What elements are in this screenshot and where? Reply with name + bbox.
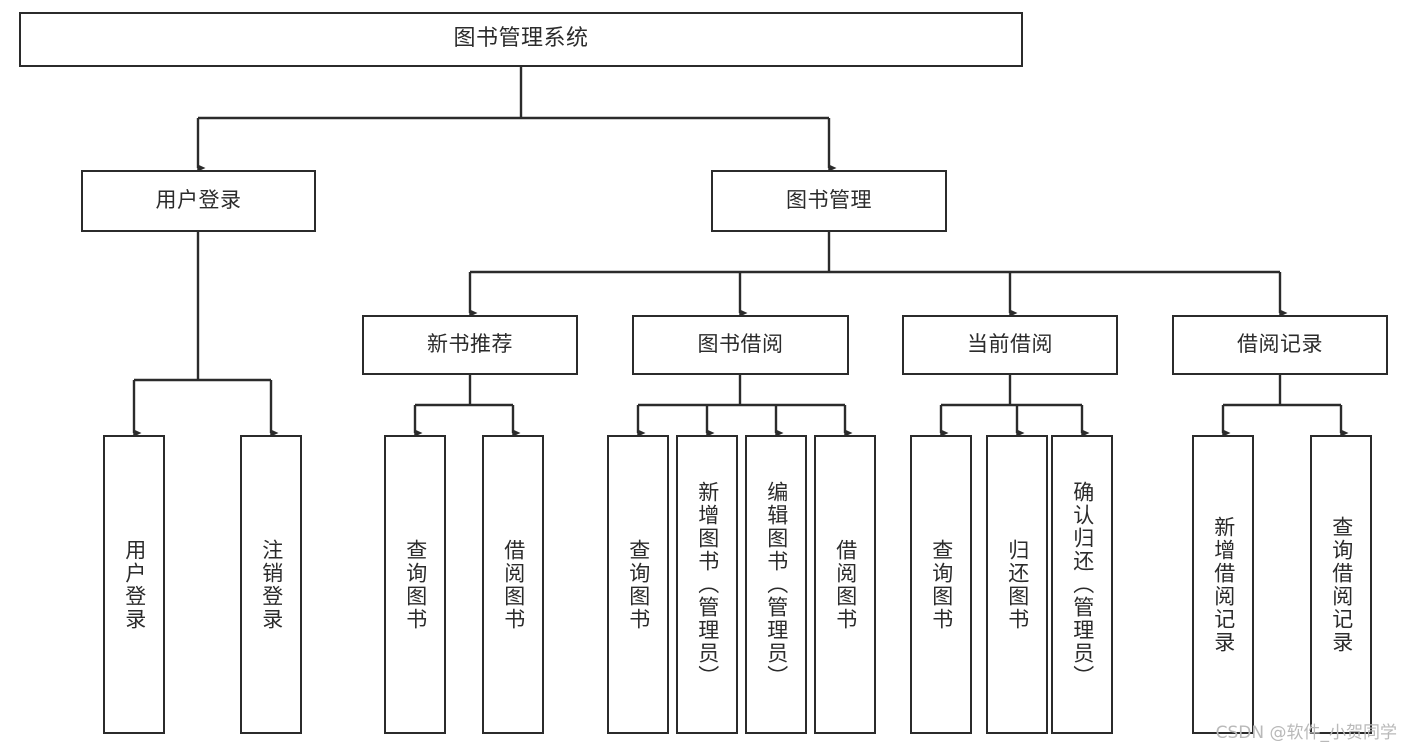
node-label-leaf-query-book-cb: 查询图书 xyxy=(929,538,954,631)
node-label-leaf-edit-book: 编辑图书（管理员） xyxy=(764,481,789,688)
node-leaf-borrow-book-rec[interactable]: 借阅图书 xyxy=(482,435,544,734)
node-label-leaf-borrow-book-rec: 借阅图书 xyxy=(501,538,526,631)
node-leaf-query-book-bb[interactable]: 查询图书 xyxy=(607,435,669,734)
node-leaf-add-book[interactable]: 新增图书（管理员） xyxy=(676,435,738,734)
node-new-book-rec[interactable]: 新书推荐 xyxy=(362,315,578,375)
node-leaf-confirm-return[interactable]: 确认归还（管理员） xyxy=(1051,435,1113,734)
node-label-leaf-return-book: 归还图书 xyxy=(1005,538,1030,631)
node-label-leaf-add-book: 新增图书（管理员） xyxy=(695,481,720,688)
node-leaf-logout[interactable]: 注销登录 xyxy=(240,435,302,734)
node-label-leaf-logout: 注销登录 xyxy=(259,538,284,631)
node-leaf-query-book-rec[interactable]: 查询图书 xyxy=(384,435,446,734)
node-label-leaf-query-book-rec: 查询图书 xyxy=(403,538,428,631)
node-root[interactable]: 图书管理系统 xyxy=(19,12,1023,67)
node-book-borrow[interactable]: 图书借阅 xyxy=(632,315,849,375)
node-label-root: 图书管理系统 xyxy=(453,26,589,52)
node-label-borrow-record: 借阅记录 xyxy=(1237,332,1323,357)
node-label-book-manage: 图书管理 xyxy=(786,188,872,213)
node-label-leaf-confirm-return: 确认归还（管理员） xyxy=(1070,481,1095,688)
node-user-login[interactable]: 用户登录 xyxy=(81,170,316,232)
node-leaf-edit-book[interactable]: 编辑图书（管理员） xyxy=(745,435,807,734)
node-leaf-return-book[interactable]: 归还图书 xyxy=(986,435,1048,734)
node-label-leaf-query-book-bb: 查询图书 xyxy=(626,538,651,631)
node-label-current-borrow: 当前借阅 xyxy=(967,332,1053,357)
csdn-watermark: CSDN @软件_小贺同学 xyxy=(1215,723,1397,743)
node-leaf-query-book-cb[interactable]: 查询图书 xyxy=(910,435,972,734)
node-leaf-add-record[interactable]: 新增借阅记录 xyxy=(1192,435,1254,734)
node-label-user-login: 用户登录 xyxy=(155,188,242,213)
node-leaf-query-record[interactable]: 查询借阅记录 xyxy=(1310,435,1372,734)
node-label-book-borrow: 图书借阅 xyxy=(697,332,784,357)
node-label-leaf-add-record: 新增借阅记录 xyxy=(1211,515,1236,654)
node-book-manage[interactable]: 图书管理 xyxy=(711,170,947,232)
node-borrow-record[interactable]: 借阅记录 xyxy=(1172,315,1388,375)
node-current-borrow[interactable]: 当前借阅 xyxy=(902,315,1118,375)
node-label-leaf-query-record: 查询借阅记录 xyxy=(1329,515,1354,654)
node-leaf-borrow-book-bb[interactable]: 借阅图书 xyxy=(814,435,876,734)
node-leaf-user-login[interactable]: 用户登录 xyxy=(103,435,165,734)
node-label-new-book-rec: 新书推荐 xyxy=(427,332,513,357)
node-label-leaf-user-login: 用户登录 xyxy=(122,538,147,631)
node-label-leaf-borrow-book-bb: 借阅图书 xyxy=(833,538,858,631)
